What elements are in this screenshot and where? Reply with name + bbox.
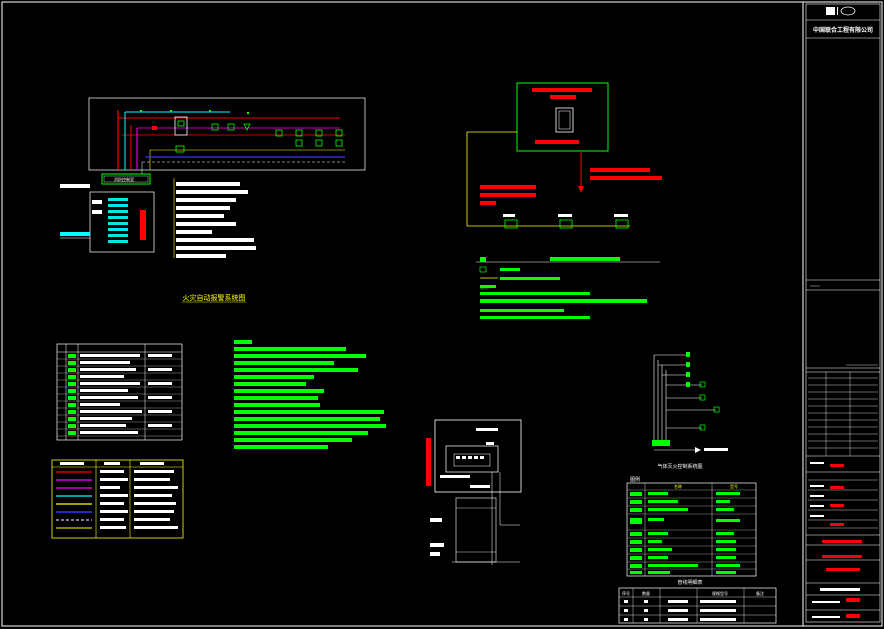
title-block-rows bbox=[808, 285, 878, 529]
legend-col-name: 名称 bbox=[674, 483, 682, 489]
equipment-legend-table: 图例 名称 型号 bbox=[626, 476, 757, 577]
schedule-col-remark: 备注 bbox=[756, 590, 764, 596]
linkage-legend bbox=[476, 257, 660, 319]
general-notes bbox=[234, 340, 386, 449]
fire-alarm-system-diagram bbox=[60, 97, 366, 258]
company-name: 中国联合工程有限公司 bbox=[813, 26, 873, 34]
linkage-diagram bbox=[466, 82, 662, 229]
gas-riser-title: 气体灭火控制系统图 bbox=[657, 463, 702, 470]
company-logo bbox=[826, 6, 856, 16]
legend-col-model: 型号 bbox=[730, 483, 738, 489]
title-block-white-text bbox=[810, 462, 860, 618]
gas-riser-diagram bbox=[652, 352, 728, 453]
gas-panel-diagram bbox=[426, 419, 522, 565]
title-block bbox=[805, 3, 881, 623]
title-block-red-stamps bbox=[822, 464, 862, 618]
control-room-label: 消防控制室 bbox=[114, 176, 134, 182]
schedule-table-title: 管线明细表 bbox=[677, 579, 702, 586]
schedule-col-qty: 数量 bbox=[642, 590, 650, 596]
schedule-col-no: 序号 bbox=[622, 590, 630, 596]
cable-table bbox=[56, 343, 183, 441]
notes-heading: 说明: bbox=[480, 284, 489, 290]
fire-alarm-diagram-title: 火灾自动报警系统图 bbox=[183, 293, 246, 302]
legend-heading: 图例 bbox=[630, 476, 640, 483]
schedule-col-spec: 规格型号 bbox=[712, 590, 728, 596]
line-legend-table bbox=[51, 459, 184, 539]
fire-alarm-panel-label: 消防控制室 bbox=[114, 176, 134, 182]
schedule-table: 管线明细表 序号 数量 规格型号 备注 bbox=[618, 579, 777, 624]
